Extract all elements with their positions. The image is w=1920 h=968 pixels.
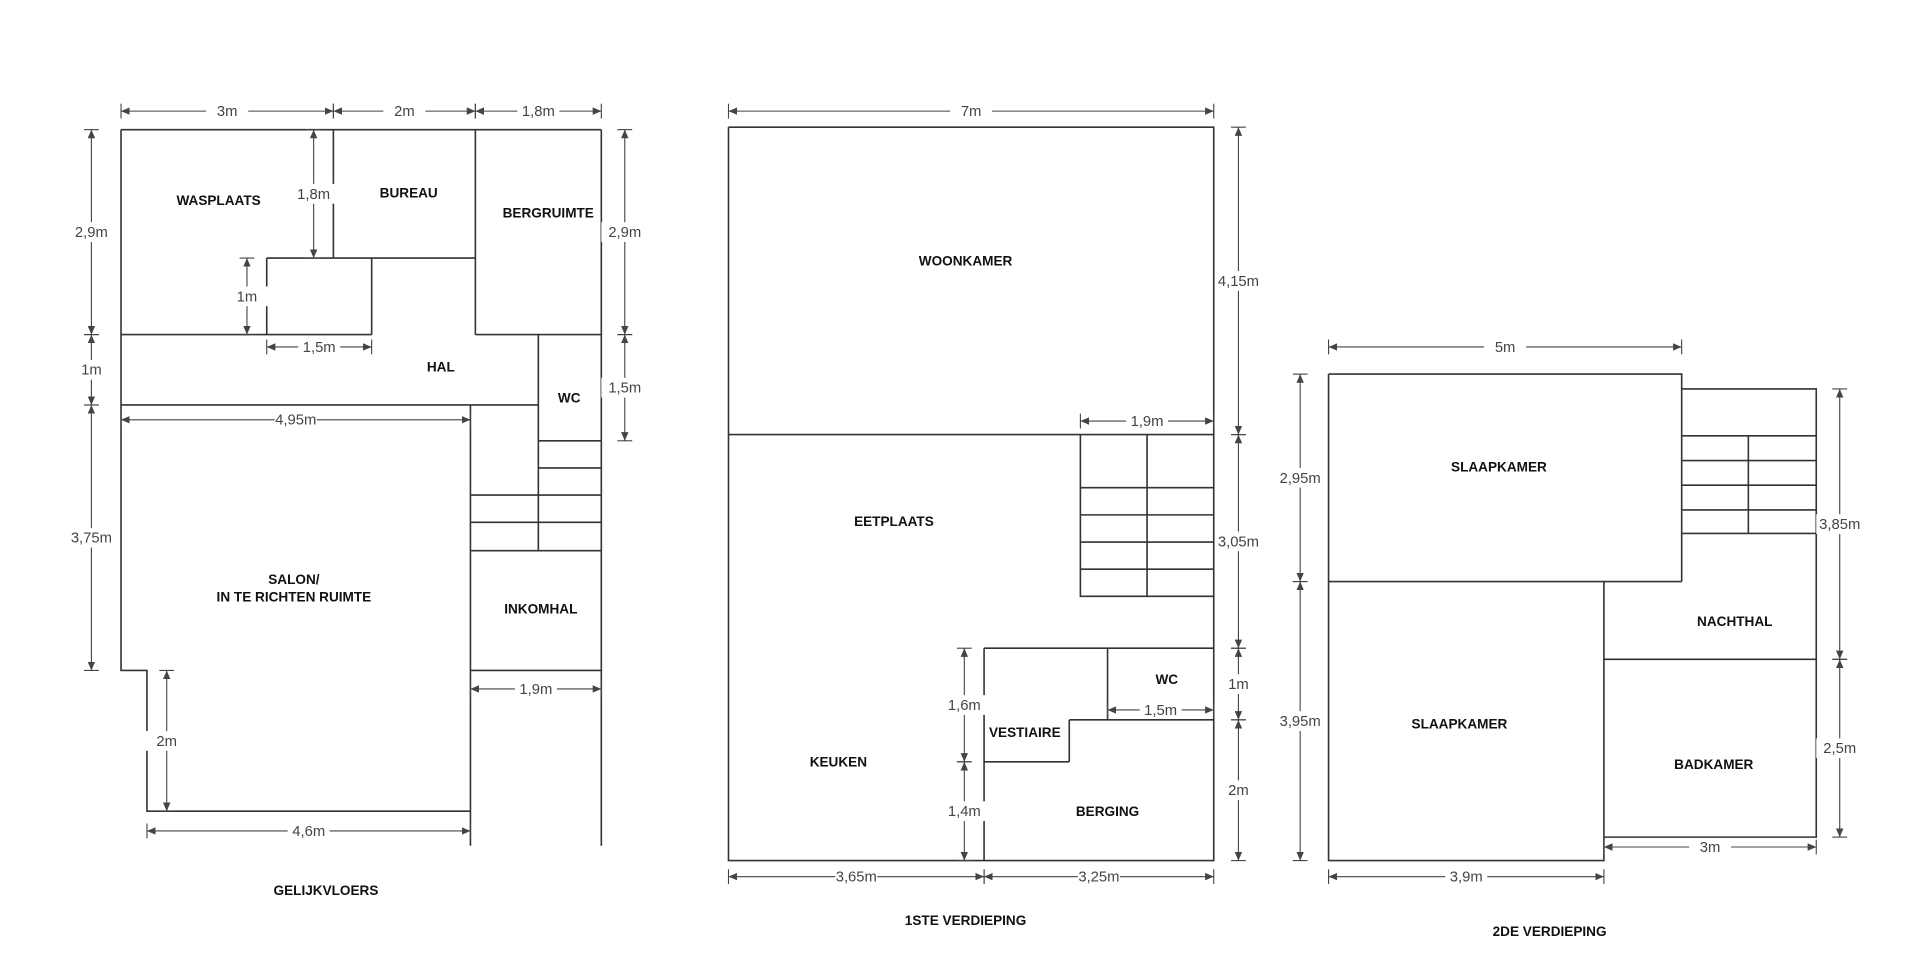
room-label: BERGING <box>1076 804 1139 819</box>
wall <box>120 129 471 812</box>
dimension-label-bg <box>517 102 560 120</box>
dimension-label-bg <box>1276 711 1324 731</box>
dimension-label: 1,5m <box>1144 703 1177 719</box>
dimension-label-bg <box>67 359 115 380</box>
dimension-label: 1m <box>81 363 102 379</box>
room-label: BADKAMER <box>1674 757 1753 772</box>
dimension-label-bg <box>290 183 338 204</box>
dimension-label-bg <box>514 680 557 698</box>
dimension-label-bg <box>1214 531 1262 552</box>
wall <box>1328 373 1683 582</box>
dimension-label: 3,75m <box>71 531 112 547</box>
dimension-label-bg <box>940 801 988 822</box>
dimension-label-bg <box>1816 738 1864 759</box>
dimension-label: 1,5m <box>303 340 336 356</box>
dimension-label: 4,95m <box>275 413 316 429</box>
dimension-label: 3,05m <box>1218 534 1259 550</box>
dimension-label: 1,6m <box>948 698 981 714</box>
dimension-label: 7m <box>961 104 982 120</box>
room-label: WC <box>558 391 581 406</box>
room-label: BERGRUIMTE <box>503 205 594 220</box>
room-label: VESTIAIRE <box>989 725 1061 740</box>
dimension-label-bg <box>1214 780 1262 801</box>
dimension-label: 2,5m <box>1823 741 1856 757</box>
dimension-label: 3,85m <box>1819 517 1860 533</box>
dimension-label: 1,8m <box>522 104 555 120</box>
dimension-label-bg <box>274 411 317 429</box>
room-label: WOONKAMER <box>919 253 1013 268</box>
dimension-label: 5m <box>1495 340 1516 356</box>
dimension-label: 3,25m <box>1078 870 1119 886</box>
wall <box>1327 374 1605 862</box>
dimension-label-bg <box>601 377 649 398</box>
floor-title: 1STE VERDIEPING <box>905 913 1026 928</box>
dimension-label-bg <box>950 102 993 120</box>
dimension-label-bg <box>223 286 271 307</box>
dimension-label-bg <box>287 822 330 840</box>
dimension-label-bg <box>1816 514 1864 535</box>
dimension-label-bg <box>1077 867 1120 886</box>
dimension-label: 1m <box>1228 677 1249 693</box>
dimension-label-bg <box>67 527 115 548</box>
dimension-label-bg <box>143 730 191 751</box>
room-label: KEUKEN <box>810 755 867 770</box>
dimension-label: 2,95m <box>1280 471 1321 487</box>
dimension-label: 4,6m <box>292 824 325 840</box>
dimension-label: 1,8m <box>297 187 330 203</box>
dimension-label-bg <box>1445 867 1488 886</box>
wall <box>1603 388 1818 838</box>
dimension-label: 3,65m <box>836 870 877 886</box>
dimension-label: 3,95m <box>1280 714 1321 730</box>
dimension-label-bg <box>601 222 649 242</box>
dimension-label: 2m <box>394 104 415 120</box>
dimension-label: 2m <box>1228 783 1249 799</box>
dimension-label-bg <box>1689 838 1732 856</box>
dimension-label: 4,15m <box>1218 274 1259 290</box>
dimension-label: 3m <box>217 104 238 120</box>
dimension-label: 1,9m <box>1131 414 1164 430</box>
dimension-label-bg <box>1214 271 1262 291</box>
dimension-label: 1m <box>237 289 258 305</box>
room-label: INKOMHAL <box>504 602 577 617</box>
dimension-label: 3,9m <box>1450 870 1483 886</box>
dimension-label-bg <box>206 102 249 120</box>
dimension-label-bg <box>1276 467 1324 488</box>
floor-title: 2DE VERDIEPING <box>1493 924 1607 939</box>
dimension-label: 1,4m <box>948 804 981 820</box>
room-label: SLAAPKAMER <box>1412 716 1508 731</box>
dimension-label-bg <box>1139 701 1182 719</box>
dimension-label-bg <box>835 867 878 886</box>
dimension-label: 3m <box>1700 840 1721 856</box>
dimension-label: 2,9m <box>75 225 108 241</box>
room-label: WASPLAATS <box>176 193 260 208</box>
walls <box>120 126 1818 862</box>
dimension-label-bg <box>940 695 988 715</box>
room-label: IN TE RICHTEN RUIMTE <box>217 589 372 604</box>
room-label: BUREAU <box>380 186 438 201</box>
room-label: SLAAPKAMER <box>1451 460 1547 475</box>
room-labels: WASPLAATS BUREAU BERGRUIMTE HAL WC SALON/IN T… <box>176 186 1772 939</box>
room-label: SALON/ <box>268 572 320 587</box>
dimension-label-bg <box>67 222 115 242</box>
dimension-label: 2,9m <box>608 225 641 241</box>
dimension-label-bg <box>298 338 341 356</box>
wall <box>1079 434 1214 598</box>
dimension-label: 1,5m <box>608 381 641 397</box>
dimension-label-bg <box>1214 674 1262 694</box>
room-label: NACHTHAL <box>1697 614 1772 629</box>
floor-title: GELIJKVLOERS <box>274 883 379 898</box>
dimension-label: 1,9m <box>519 682 552 698</box>
dimension-label-bg <box>1126 412 1169 430</box>
dimension-label: 2m <box>156 734 177 750</box>
room-label: EETPLAATS <box>854 514 934 529</box>
room-label: WC <box>1155 672 1178 687</box>
dimension-label-bg <box>1484 338 1527 356</box>
dimension-label-bg <box>383 102 426 120</box>
room-label: HAL <box>427 360 455 375</box>
wall <box>727 126 1215 862</box>
dimension-lines: 3m 2m 1,8m 2,9m 1m 3,75m 2,9m 1,5m 1,8m 1m 1,5m 4,9… <box>67 102 1864 886</box>
